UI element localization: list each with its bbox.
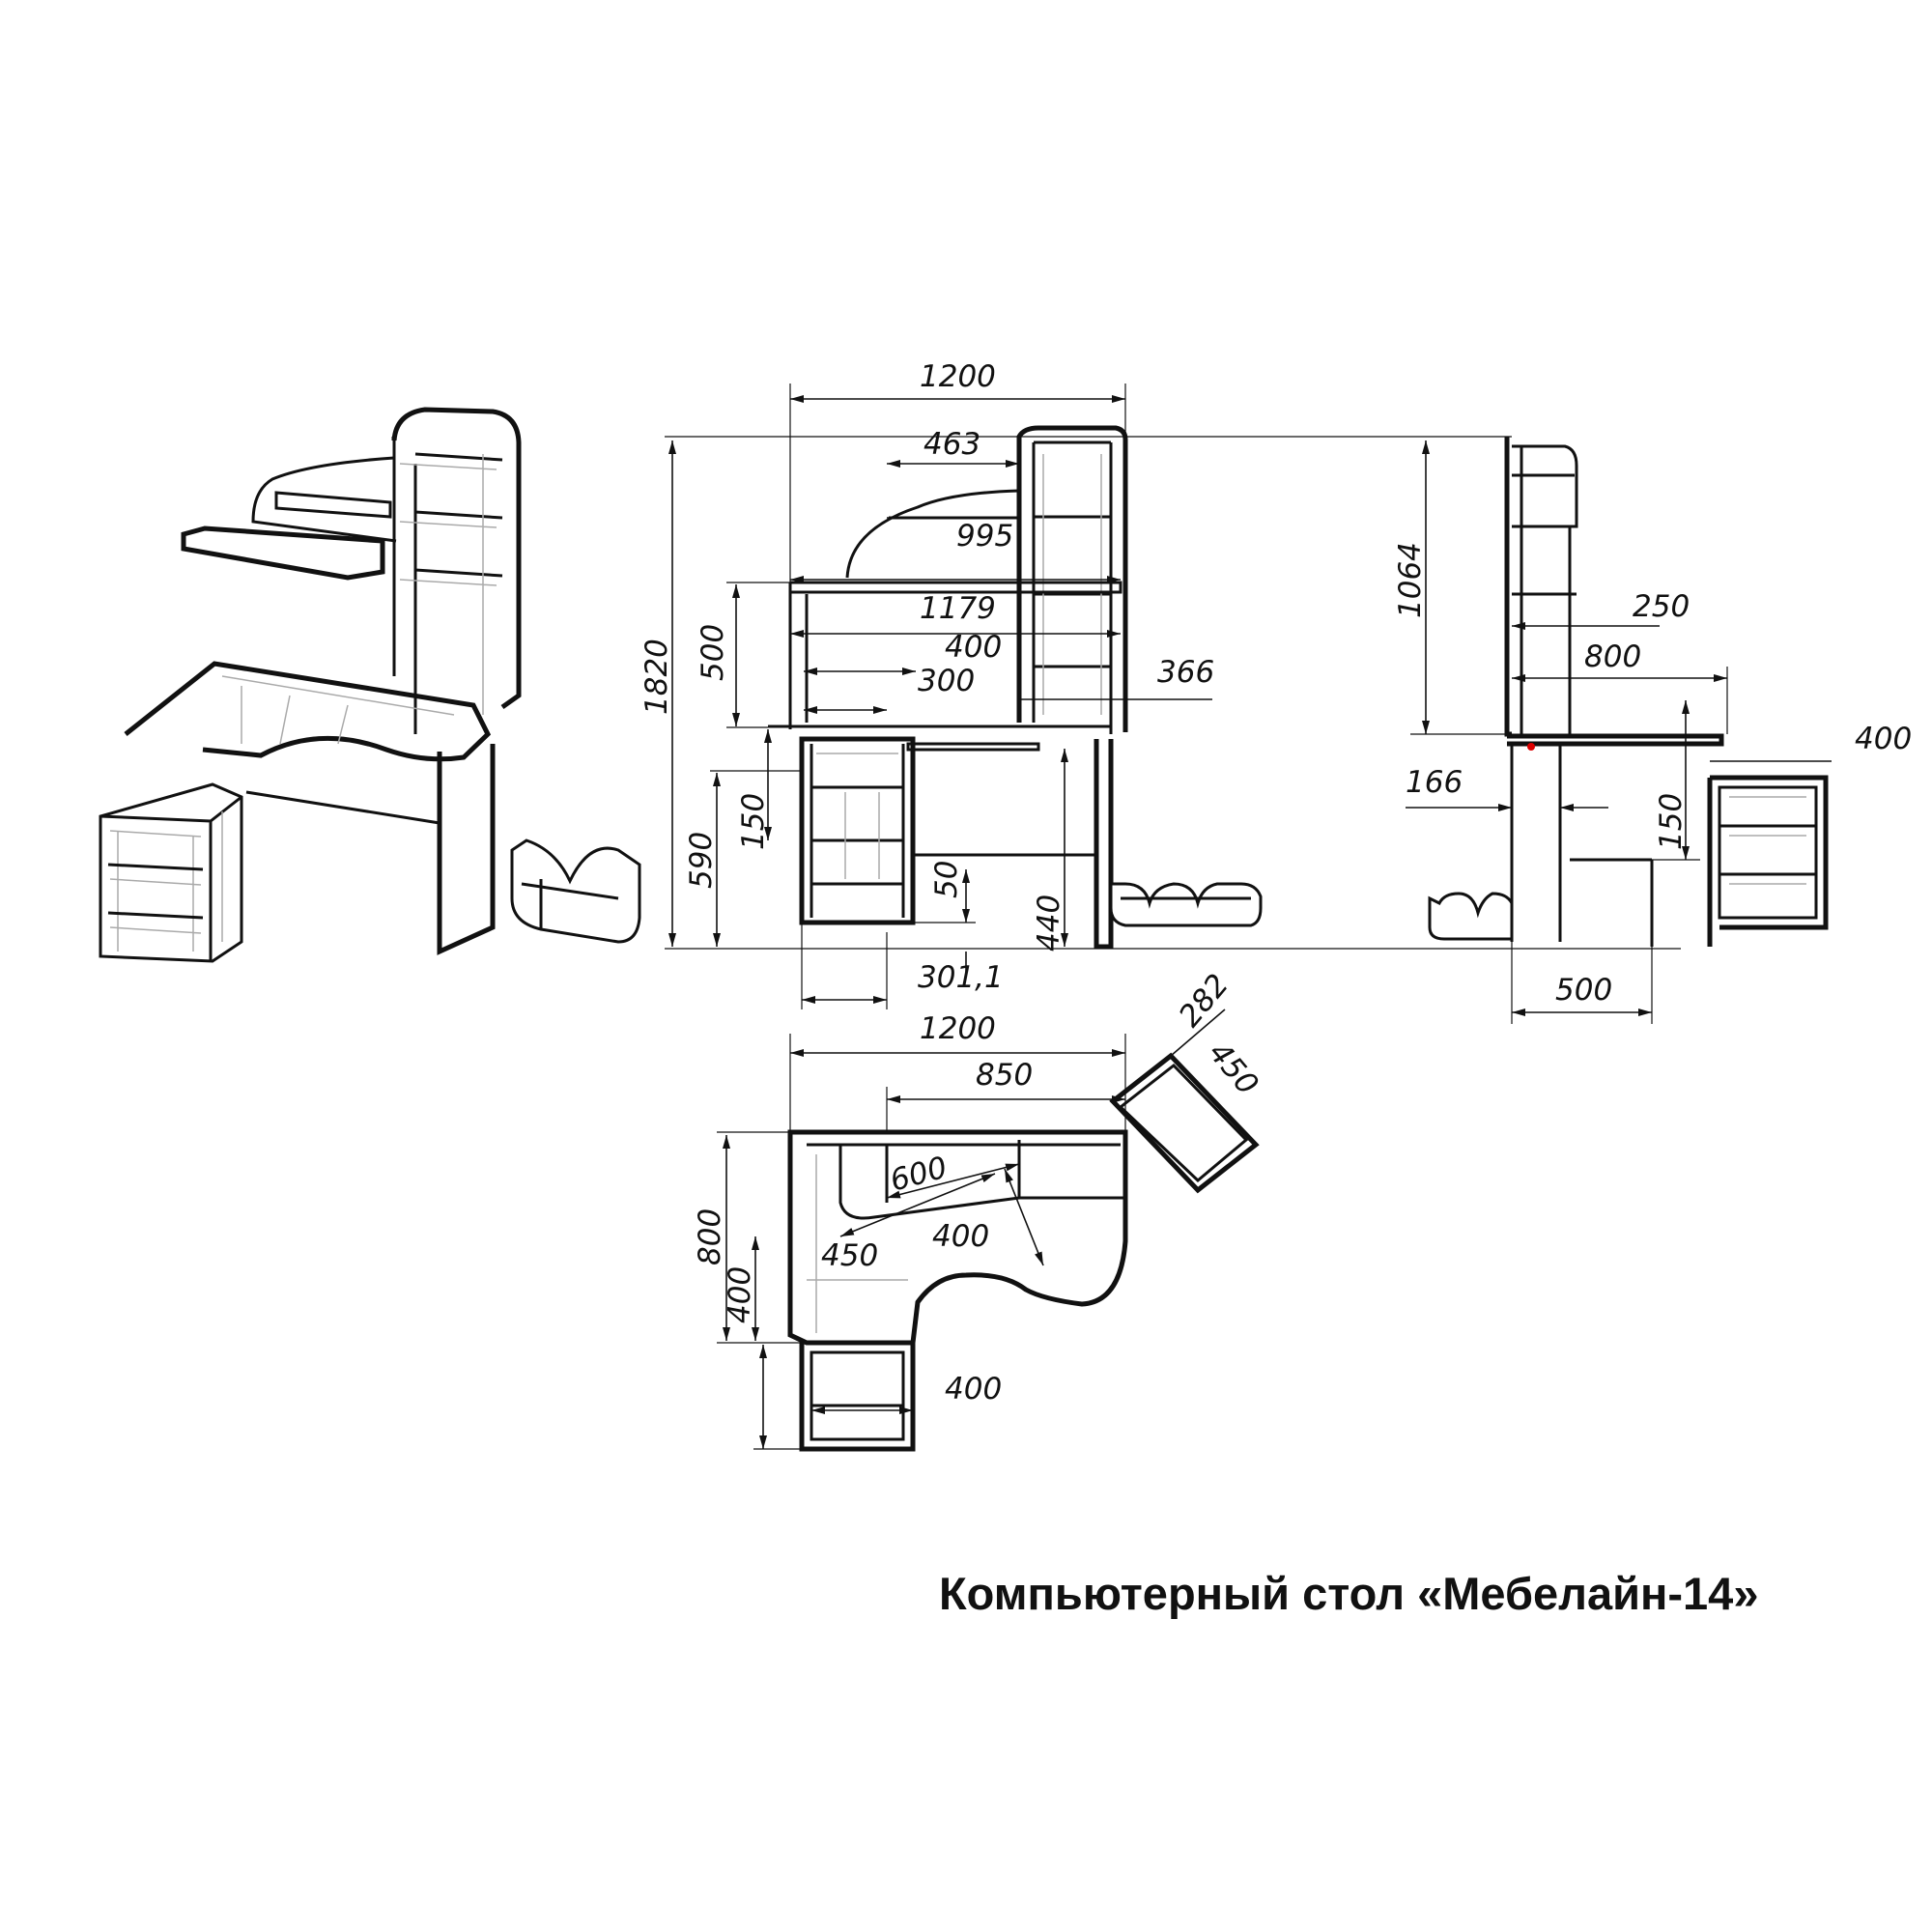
dim-front-50: 50 xyxy=(929,861,964,898)
drawing-caption: Компьютерный стол «Мебелайн-14» xyxy=(939,1568,1759,1619)
dim-side-400: 400 xyxy=(1855,722,1912,756)
plan-view xyxy=(787,1052,1260,1452)
dim-plan-600: 600 xyxy=(887,1151,951,1199)
dim-front-150: 150 xyxy=(736,793,771,850)
dim-front-500: 500 xyxy=(696,624,730,681)
side-view-dimensions: 1064 250 800 400 166 150 500 xyxy=(1393,440,1912,1024)
dim-front-1179: 1179 xyxy=(920,591,996,626)
dim-front-440: 440 xyxy=(1032,895,1066,952)
dim-side-500: 500 xyxy=(1555,973,1612,1008)
dim-plan-850: 850 xyxy=(976,1058,1033,1093)
plan-view-dimensions: 1200 850 282 450 600 450 400 800 400 400 xyxy=(693,968,1265,1450)
dim-plan-1200: 1200 xyxy=(920,1011,996,1046)
front-view-dimensions: 1200 463 995 1179 400 300 366 1820 500 5… xyxy=(639,359,1681,1009)
dim-side-166: 166 xyxy=(1406,765,1463,800)
dim-front-463: 463 xyxy=(923,427,980,462)
dim-plan-400-diag: 400 xyxy=(932,1219,989,1254)
isometric-view xyxy=(99,407,641,963)
dim-plan-400-depth: 400 xyxy=(723,1266,757,1323)
dim-side-1064: 1064 xyxy=(1393,542,1428,618)
dim-plan-450-diag: 450 xyxy=(821,1238,878,1273)
hole-marker-icon xyxy=(1527,743,1535,751)
dim-side-250: 250 xyxy=(1633,589,1690,624)
dim-plan-450: 450 xyxy=(1202,1036,1265,1101)
dim-side-150: 150 xyxy=(1654,793,1689,850)
dim-side-800-text: 800 xyxy=(1584,639,1641,674)
side-view xyxy=(1428,437,1829,947)
dim-front-301-1: 301,1 xyxy=(918,960,1004,995)
dim-front-1820: 1820 xyxy=(639,639,674,715)
dim-front-300: 300 xyxy=(918,664,975,698)
dim-plan-282: 282 xyxy=(1173,968,1236,1034)
dim-front-366: 366 xyxy=(1157,655,1214,690)
dim-front-995: 995 xyxy=(956,519,1013,554)
dim-front-1200: 1200 xyxy=(920,359,996,394)
dim-plan-800: 800 xyxy=(693,1208,727,1265)
dim-plan-400-pedestal: 400 xyxy=(945,1372,1002,1406)
dim-front-590: 590 xyxy=(684,832,719,889)
dim-front-400: 400 xyxy=(945,630,1002,665)
